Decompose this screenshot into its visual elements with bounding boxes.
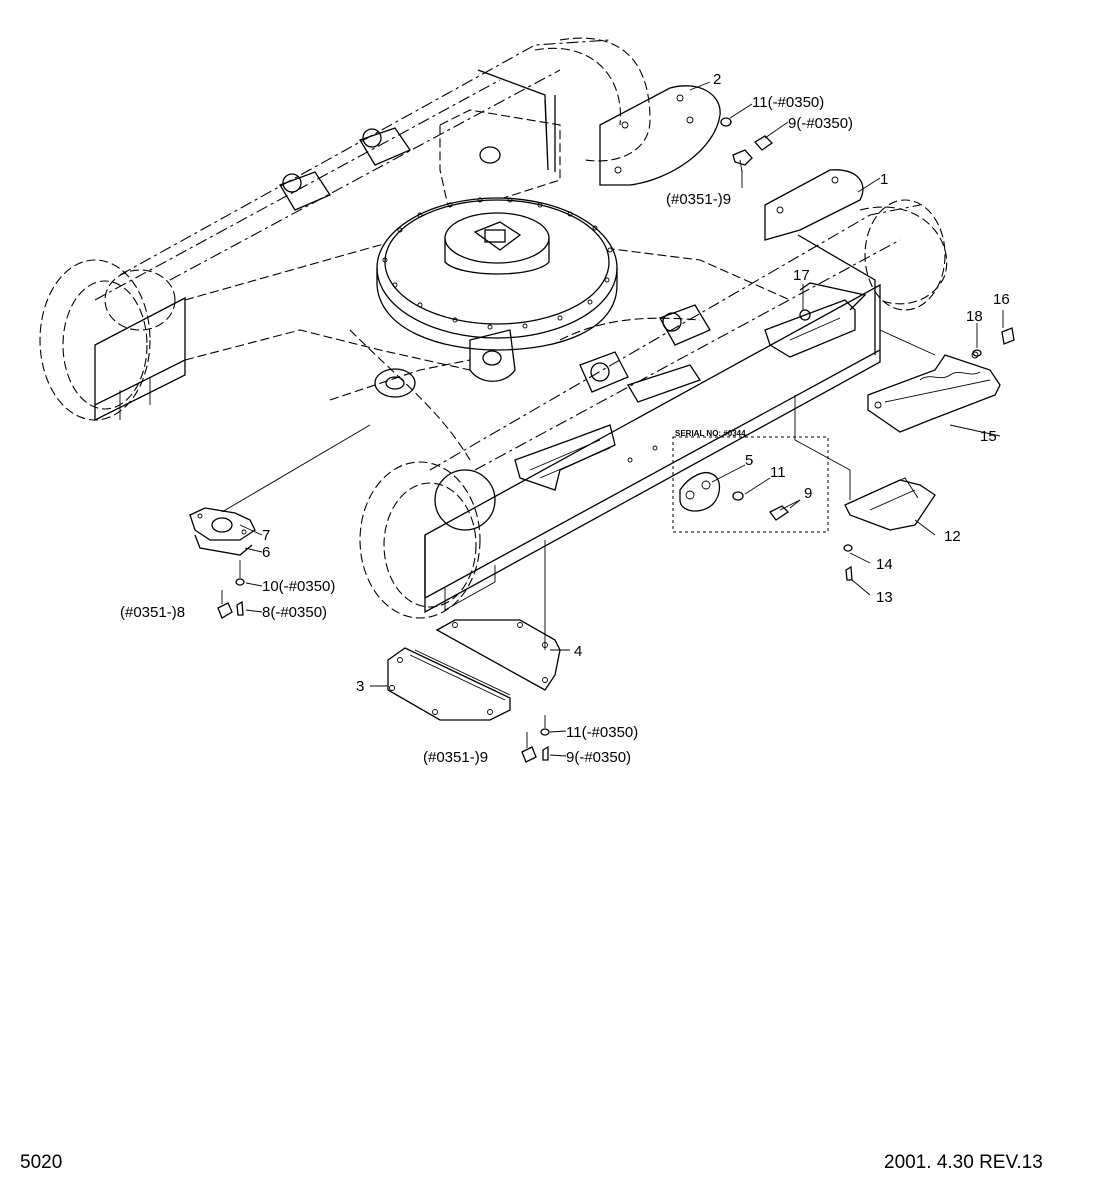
callout-labels: 1 2 3 4 5 6 7 (#0351-)8 8(-#0350) 9(-#03…: [120, 71, 1010, 766]
callout-18: 18: [966, 308, 983, 325]
carbody: [184, 109, 791, 461]
page-number: 5020: [20, 1152, 63, 1173]
part-4-cover: [435, 619, 561, 691]
callout-1: 1: [880, 171, 888, 188]
callout-5: 5: [745, 452, 753, 469]
hardware: [217, 117, 1015, 763]
callout-6: 6: [262, 544, 270, 561]
callout-9-e: 9(-#0350): [566, 749, 631, 766]
serial-detail-box: [672, 436, 829, 533]
left-track-frame: [39, 37, 651, 422]
callout-10: 10(-#0350): [262, 578, 335, 595]
callout-4: 4: [574, 643, 582, 660]
right-track-frame: [359, 199, 948, 619]
callout-9-a: 9(-#0350): [788, 115, 853, 132]
callout-11-b: 11: [770, 464, 786, 481]
callout-17: 17: [793, 267, 810, 284]
part-1-bracket: [764, 169, 876, 355]
callout-15: 15: [980, 428, 997, 445]
revision-date: 2001. 4.30 REV.13: [884, 1152, 1043, 1173]
callout-11-c: 11(-#0350): [566, 724, 638, 741]
callout-8-a: (#0351-)8: [120, 604, 185, 621]
callout-9-d: (#0351-)9: [423, 749, 488, 766]
callout-13: 13: [876, 589, 893, 606]
part-2-cover-plate: [477, 69, 721, 186]
callout-8-b: 8(-#0350): [262, 604, 327, 621]
callout-11-a: 11(-#0350): [752, 94, 824, 111]
parts-6-7-plates: [189, 507, 256, 556]
part-15-step: [867, 329, 1001, 433]
callout-16: 16: [993, 291, 1010, 308]
callout-2: 2: [713, 71, 721, 88]
callout-14: 14: [876, 556, 893, 573]
part-12-bracket: [844, 477, 936, 531]
leader-lines: [221, 81, 1004, 757]
callout-7: 7: [262, 527, 270, 544]
callout-3: 3: [356, 678, 364, 695]
part-3-cover: [387, 647, 511, 721]
callout-9-b: (#0351-)9: [666, 191, 731, 208]
callout-12: 12: [944, 528, 961, 545]
callout-9-c: 9: [804, 485, 812, 502]
serial-number-label: SERIAL NO: #0344: [675, 429, 746, 438]
